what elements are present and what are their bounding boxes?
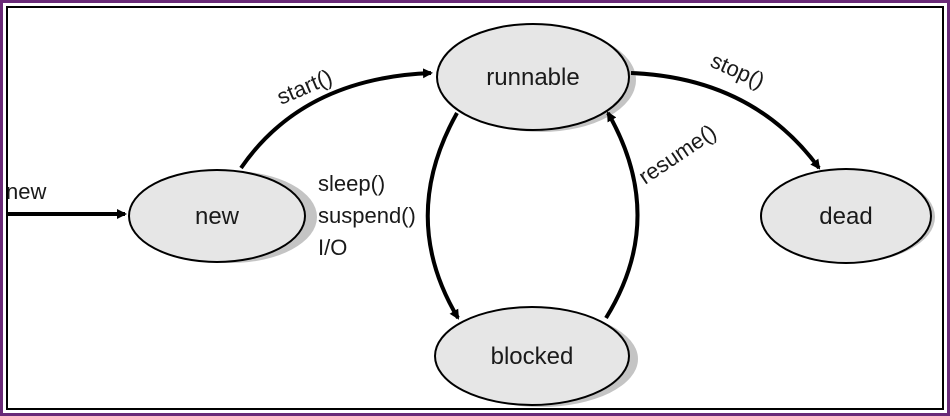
- state-runnable: runnable: [436, 23, 630, 131]
- block-reason-sleep: sleep(): [318, 171, 385, 196]
- stop-label: stop(): [707, 48, 769, 94]
- state-new-label: new: [195, 203, 240, 230]
- entry-label: new: [6, 179, 46, 204]
- resume-arrow: [604, 111, 640, 320]
- resume-label: resume(): [634, 119, 721, 189]
- state-diagram: new runnable blocked dead new start() st…: [6, 23, 935, 407]
- state-dead-label: dead: [819, 203, 872, 230]
- start-arrow: [239, 68, 433, 170]
- state-blocked: blocked: [434, 306, 630, 406]
- block-reason-suspend: suspend(): [318, 203, 416, 228]
- start-label: start(): [273, 64, 336, 109]
- stop-arrow: [630, 71, 821, 170]
- state-runnable-label: runnable: [486, 64, 579, 91]
- block-arrow: [425, 112, 460, 320]
- block-reason-io: I/O: [318, 235, 347, 260]
- state-new: new: [128, 169, 306, 263]
- state-blocked-label: blocked: [491, 343, 574, 370]
- state-dead: dead: [760, 168, 932, 264]
